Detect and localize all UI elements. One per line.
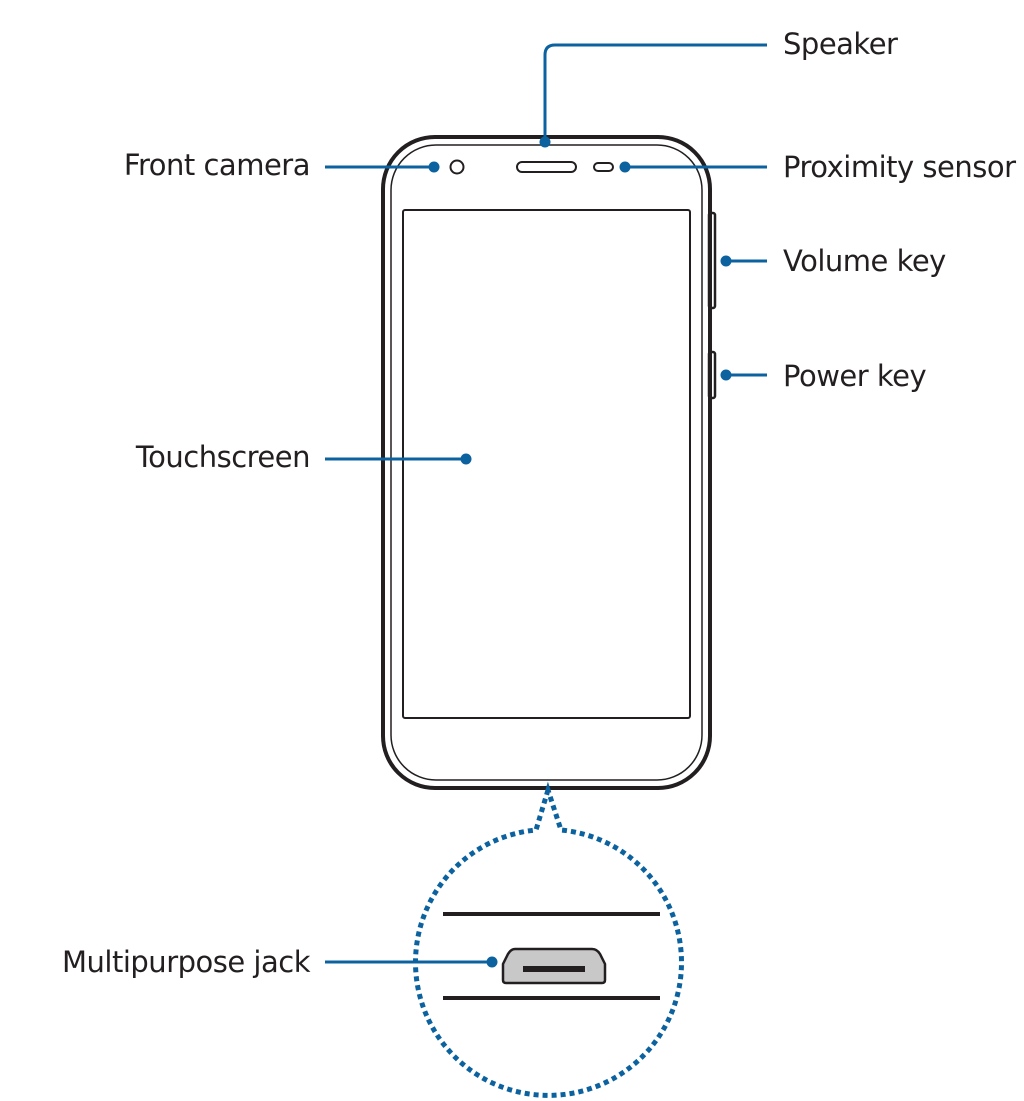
speaker-leader-line (543, 43, 767, 137)
power-key-dot (720, 369, 732, 381)
touchscreen-label: Touchscreen (135, 440, 311, 474)
jack-dot (486, 956, 498, 968)
multipurpose-jack-label: Multipurpose jack (62, 945, 310, 979)
proximity-sensor-label: Proximity sensor (783, 150, 1016, 184)
phone-body-inner-outline (390, 144, 703, 781)
touchscreen-area (402, 209, 691, 719)
front-camera-lens (449, 159, 465, 175)
proximity-sensor-window (593, 162, 614, 172)
speaker-grille (516, 161, 577, 173)
speaker-label: Speaker (783, 27, 898, 61)
jack-slot (523, 966, 585, 972)
speaker-dot (539, 136, 551, 148)
proximity-sensor-dot (619, 161, 631, 173)
power-key-label: Power key (783, 359, 927, 393)
volume-key-dot (720, 255, 732, 267)
magnifier-callout (413, 781, 684, 1098)
touchscreen-dot (460, 453, 472, 465)
power-key (707, 350, 717, 400)
front-camera-label: Front camera (123, 148, 311, 182)
volume-key-label: Volume key (783, 244, 946, 278)
volume-key (707, 211, 717, 310)
front-camera-dot (428, 161, 440, 173)
phone-body-outline (381, 135, 712, 790)
